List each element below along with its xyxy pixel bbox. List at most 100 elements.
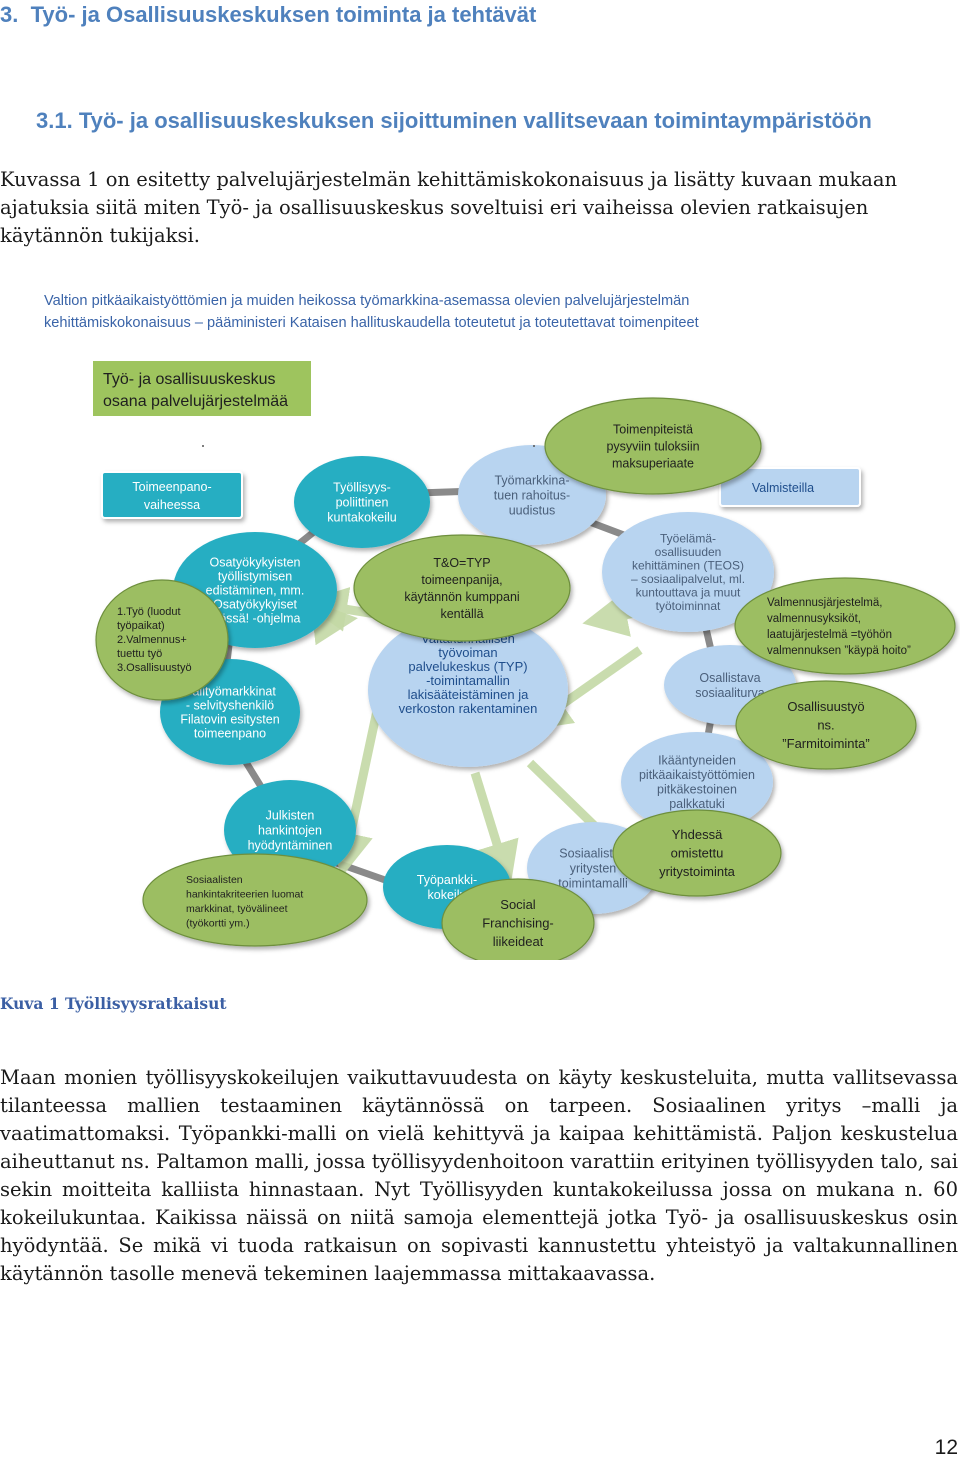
node-kuntakokeilu-line: kuntakokeilu — [327, 510, 397, 524]
center-node-line: työvoiman — [438, 645, 497, 660]
node-hankinnat-line: hyödyntäminen — [248, 838, 333, 852]
node-typ-toimeenpanija-line: kentällä — [440, 607, 483, 621]
node-teos-line: osallisuuden — [655, 545, 722, 559]
figure-title-line: Valtion pitkäaikaistyöttömien ja muiden … — [44, 293, 690, 309]
node-sosiaalinen-yritys-line: toimintamalli — [558, 876, 627, 890]
node-osatyokyky-line: edistäminen, mm. — [206, 583, 305, 597]
node-valmennus-line: valmennusyksiköt, — [767, 613, 861, 625]
node-osatyokyky-line: Osatyökykyisten — [209, 555, 300, 569]
node-levels: 1.Työ (luodut työpaikat) 2.Valmennus+ tuett… — [95, 579, 229, 701]
tag-ready: Valmisteilla — [719, 467, 861, 507]
node-sosiaalisten-kriteerit-line: markkinat, työvälineet — [186, 903, 288, 915]
node-palkkatuki-line: pitkäaikaistyöttömien — [639, 768, 755, 782]
figure-title: Valtion pitkäaikaistyöttömien ja muiden … — [44, 290, 924, 334]
center-node-line: -toimintamallin — [426, 673, 510, 688]
tag-implementation: Toimeenpano- vaiheessa — [101, 471, 243, 519]
node-teos-line: työtoiminnat — [656, 599, 721, 613]
tag-ready-label: Valmisteilla — [752, 481, 814, 495]
node-sosiaalisten-kriteerit-line: hankintakriteerien luomat — [186, 889, 303, 901]
node-pysyviin-line: pysyviin tuloksiin — [606, 439, 699, 453]
node-valmennus-line: laatujärjestelmä =työhön — [767, 629, 892, 641]
node-palkkatuki-line: Ikääntyneiden — [658, 754, 736, 768]
node-sosiaaliturva-line: Osallistava — [699, 671, 760, 685]
node-hankinnat-line: Julkisten — [266, 808, 315, 822]
header-box-line: osana palvelujärjestelmää — [103, 393, 288, 410]
node-sosiaalisten-kriteerit: Sosiaalisten hankintakriteerien luomat mar… — [142, 853, 368, 947]
node-sosiaalinen-yritys-line: yritysten — [570, 861, 617, 875]
node-palkkatuki-line: pitkäkestoinen — [657, 783, 737, 797]
employment-solutions-diagram: Työ- ja osallisuuskeskus osana palvelujä… — [93, 361, 956, 960]
node-rahoitus-line: tuen rahoitus- — [494, 488, 570, 502]
node-kuntakokeilu-line: Työllisyys- — [333, 480, 391, 494]
intro-paragraph: Kuvassa 1 on esitetty palvelujärjestelmä… — [0, 168, 898, 247]
node-levels-line: tuettu työ — [117, 648, 162, 660]
node-typ-toimeenpanija-line: T&O=TYP — [433, 556, 490, 570]
header-box-line: Työ- ja osallisuuskeskus — [103, 371, 276, 388]
node-rahoitus-line: uudistus — [509, 503, 556, 517]
node-palkkatuki: Ikääntyneidenpitkäaikaistyöttömienpitkäk… — [621, 732, 773, 832]
arrow — [470, 771, 519, 888]
page-number: 12 — [934, 1436, 958, 1459]
center-node-line: palvelukeskus (TYP) — [408, 659, 527, 674]
node-kuntakokeilu-line: poliittinen — [336, 495, 389, 509]
subsection-title: Työ- ja osallisuuskeskuksen sijoittumine… — [78, 108, 872, 133]
node-franchising-line: liikeideat — [493, 934, 544, 949]
node-franchising-line: Franchising- — [482, 916, 554, 931]
node-yhdessa-line: Yhdessä — [672, 827, 723, 842]
node-yhdessa-line: omistettu — [671, 846, 724, 861]
node-valmennus: Valmennusjärjestelmä, valmennusyksiköt, la… — [734, 577, 956, 675]
figure-title-line: kehittämiskokonaisuus – pääministeri Kat… — [44, 315, 699, 331]
section-number: 3. — [0, 2, 19, 27]
node-rahoitus-line: Työmarkkina- — [494, 473, 569, 487]
node-levels-line: 3.Osallisuustyö — [117, 662, 192, 674]
node-typ-toimeenpanija-line: toimeenpanija, — [421, 573, 502, 587]
header-box: Työ- ja osallisuuskeskus osana palvelujä… — [93, 361, 311, 416]
node-sosiaalisten-kriteerit-line: Sosiaalisten — [186, 874, 243, 886]
node-typ-toimeenpanija: T&O=TYP toimeenpanija, käytännön kumppani k… — [353, 534, 571, 642]
section-title: Työ- ja Osallisuuskeskuksen toiminta ja … — [30, 2, 537, 27]
node-levels-line: työpaikat) — [117, 620, 165, 632]
node-teos-line: Työelämä- — [660, 531, 716, 545]
node-farmi-line: ns. — [817, 718, 834, 733]
node-farmi: Osallisuustyö ns. ”Farmitoiminta” — [735, 680, 917, 770]
node-hankinnat-line: hankintojen — [258, 823, 322, 837]
node-farmi-line: ”Farmitoiminta” — [782, 736, 869, 751]
node-yhdessa-line: yritystoiminta — [659, 864, 736, 879]
node-osatyokyky-line: työllistymisen — [218, 569, 292, 583]
center-node-line: lakisääteistäminen ja — [408, 687, 529, 702]
node-valityomarkkinat-line: - selvityshenkilö — [186, 698, 274, 712]
node-levels-line: 2.Valmennus+ — [117, 634, 187, 646]
node-levels-line: 1.Työ (luodut — [117, 606, 181, 618]
node-sosiaaliturva-line: sosiaaliturva — [695, 686, 765, 700]
figure-caption: Kuva 1 Työllisyysratkaisut — [0, 994, 227, 1013]
node-teos-line: – sosiaalipalvelut, ml. — [631, 572, 745, 586]
node-teos-line: kuntouttava ja muut — [636, 585, 741, 599]
node-tyopankki-line: Työpankki- — [417, 873, 477, 887]
tag-implementation-line: Toimeenpano- — [132, 480, 211, 494]
node-valmennus-line: Valmennusjärjestelmä, — [767, 597, 882, 609]
node-osatyokyky-line: työssä! -ohjelma — [209, 611, 300, 625]
node-typ-toimeenpanija-line: käytännön kumppani — [404, 590, 519, 604]
node-valityomarkkinat-line: toimeenpano — [194, 726, 266, 740]
node-yhdessa: Yhdessä omistettu yritystoiminta — [612, 809, 782, 897]
node-valityomarkkinat-line: Välityömarkkinat — [184, 684, 276, 698]
node-valmennus-line: valmennuksen ”käypä hoito” — [767, 645, 911, 657]
node-palkkatuki-line: palkkatuki — [669, 797, 725, 811]
node-pysyviin-line: Toimenpiteistä — [613, 422, 693, 436]
center-node-typ: Valtakunnallisentyövoimanpalvelukeskus (… — [368, 613, 568, 767]
subsection-heading: 3.1. Työ- ja osallisuuskeskuksen sijoitt… — [36, 108, 872, 134]
node-osatyokyky-line: Osatyökykyiset — [213, 597, 298, 611]
section-heading: 3. Työ- ja Osallisuuskeskuksen toiminta … — [0, 2, 536, 28]
node-teos-line: kehittäminen (TEOS) — [632, 558, 744, 572]
node-farmi-line: Osallisuustyö — [787, 699, 864, 714]
subsection-number: 3.1. — [36, 108, 73, 133]
body-paragraph: Maan monien työllisyyskokeilujen vaikutt… — [0, 1066, 958, 1285]
node-valityomarkkinat-line: Filatovin esitysten — [180, 712, 279, 726]
center-node-line: verkoston rakentaminen — [399, 701, 538, 716]
node-sosiaalisten-kriteerit-line: (työkortti ym.) — [186, 918, 250, 930]
